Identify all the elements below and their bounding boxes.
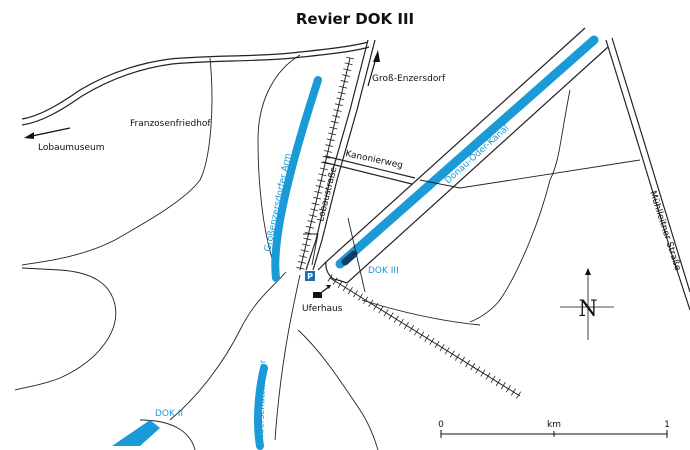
uferhaus-building bbox=[313, 292, 322, 298]
uferhaus-arrowhead bbox=[326, 285, 331, 289]
scale-unit-label: km bbox=[547, 420, 561, 430]
label-eberschuttwasser: Eberschuttwasser bbox=[256, 359, 269, 440]
parking-sign bbox=[305, 271, 315, 281]
label-lobaumuseum: Lobaumuseum bbox=[38, 143, 104, 153]
road-muehlleitner-strasse bbox=[605, 37, 690, 311]
road-lobaumuseum bbox=[21, 41, 370, 126]
canal-banks bbox=[317, 27, 609, 284]
scale-end-label: 1 bbox=[664, 420, 670, 430]
label-uferhaus: Uferhaus bbox=[302, 304, 343, 314]
donau-oder-kanal-water bbox=[335, 35, 599, 269]
label-donau-oder-kanal: Donau-Oder-Kanal bbox=[443, 124, 511, 187]
arrow-gross-enzersdorf bbox=[367, 50, 380, 87]
scale-start-label: 0 bbox=[438, 420, 444, 430]
label-gross-enzersdorf: Groß-Enzersdorf bbox=[372, 74, 446, 84]
compass-north-label: N bbox=[578, 297, 597, 322]
label-franzosenfriedhof: Franzosenfriedhof bbox=[130, 119, 211, 129]
eberschuttwasser-water bbox=[253, 364, 268, 450]
compass: N bbox=[560, 268, 614, 340]
road-lobaustrasse bbox=[305, 39, 376, 271]
label-muehlleitner-strasse: Mühlleitner Straße bbox=[647, 190, 682, 273]
arrow-lobaumuseum bbox=[24, 127, 71, 139]
parking-letter: P bbox=[307, 272, 313, 281]
map-title: Revier DOK III bbox=[296, 10, 414, 28]
road-kanonierweg bbox=[322, 155, 416, 185]
dok-ii-water bbox=[112, 420, 160, 446]
dok-iii-water-dark bbox=[341, 250, 358, 266]
field-paths bbox=[14, 54, 641, 450]
label-dok-iii: DOK III bbox=[368, 266, 399, 276]
railway bbox=[296, 56, 522, 399]
north-arrowhead-icon bbox=[585, 268, 591, 275]
scale-bar: 0 km 1 bbox=[438, 420, 670, 438]
label-dok-ii: DOK II bbox=[155, 409, 183, 419]
grossenzersdorfer-arm-water bbox=[271, 76, 322, 282]
